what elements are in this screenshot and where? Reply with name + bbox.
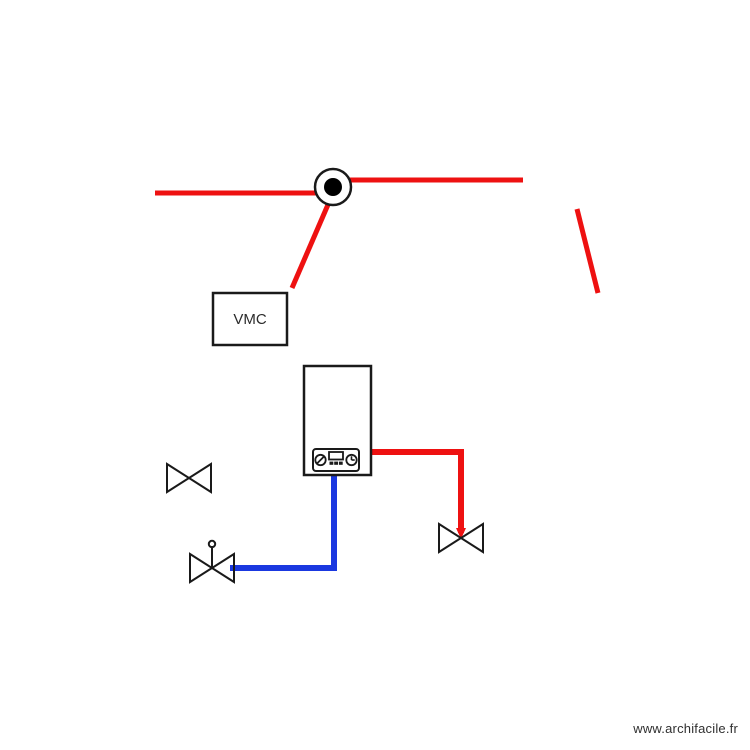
duct-hot-vmc bbox=[289, 199, 333, 289]
timer-icon bbox=[345, 453, 358, 467]
valves-layer bbox=[166, 462, 484, 584]
valve-body-left bbox=[166, 462, 191, 494]
vmc-unit-box bbox=[211, 291, 289, 347]
vmc-unit[interactable]: VMC bbox=[211, 291, 289, 347]
valve-isolated[interactable] bbox=[166, 462, 212, 494]
valve-body-right bbox=[459, 522, 484, 554]
dial-icon bbox=[314, 453, 327, 467]
hot-pipe-arrowhead bbox=[456, 528, 466, 539]
valve-cold-supply[interactable] bbox=[189, 539, 235, 584]
extractor-node[interactable] bbox=[313, 167, 353, 207]
pipe-hot-boiler-to-valve bbox=[371, 449, 464, 533]
boiler-unit[interactable] bbox=[302, 364, 373, 477]
valve-hot-supply[interactable] bbox=[438, 522, 484, 554]
valve-body-right bbox=[210, 552, 235, 584]
pipe-cold-boiler-to-valve bbox=[230, 476, 337, 571]
boiler-control-panel[interactable] bbox=[312, 448, 360, 472]
vmc-unit-label: VMC bbox=[233, 311, 267, 328]
valve-body-right bbox=[187, 462, 212, 494]
display-icon bbox=[328, 451, 344, 465]
duct-hot-detached bbox=[574, 208, 601, 294]
valve-body-left bbox=[438, 522, 463, 554]
valve-body-left bbox=[189, 552, 214, 584]
extractor-center-dot bbox=[324, 178, 342, 196]
site-watermark: www.archifacile.fr bbox=[633, 721, 738, 736]
valve-handwheel[interactable] bbox=[207, 539, 217, 549]
